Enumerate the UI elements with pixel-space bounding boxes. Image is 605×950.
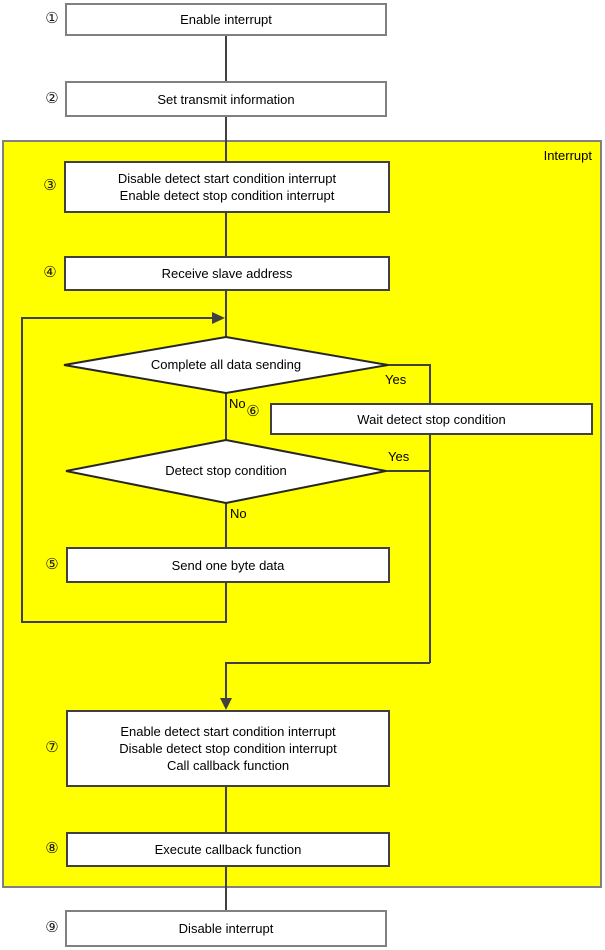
step-7-box: Enable detect start condition interrupt … — [66, 710, 390, 787]
step-6-number: ⑥ — [246, 403, 260, 420]
step-9-box: Disable interrupt — [65, 910, 387, 947]
step-7-number: ⑦ — [45, 739, 59, 756]
decision-1-label: Complete all data sending — [150, 357, 302, 372]
step-5-number: ⑤ — [45, 556, 59, 573]
interrupt-region-label: Interrupt — [543, 148, 592, 163]
step-8-box: Execute callback function — [66, 832, 390, 867]
step-6-box: Wait detect stop condition — [270, 403, 593, 435]
decision-1-no-label: No — [229, 396, 246, 411]
yes1-line — [388, 364, 431, 663]
step-4-number: ④ — [43, 264, 57, 281]
decision-2-no-label: No — [230, 506, 247, 521]
step-9-number: ⑨ — [45, 919, 59, 936]
step-5-box: Send one byte data — [66, 547, 390, 583]
step-1-label: Enable interrupt — [180, 12, 272, 27]
step-2-label: Set transmit information — [157, 91, 295, 107]
decision-2-diamond — [65, 438, 387, 505]
step-3-label-line1: Disable detect start condition interrupt — [117, 171, 337, 186]
decision-2-yes-label: Yes — [388, 449, 410, 464]
decision-1-diamond — [63, 335, 389, 395]
loop-arrowhead — [212, 312, 225, 324]
step-1-box: Enable interrupt — [65, 3, 387, 36]
connector-rail-s7 — [225, 662, 430, 706]
step-3-box: Disable detect start condition interrupt… — [64, 161, 390, 213]
step-5-label: Send one byte data — [171, 557, 285, 573]
decision-2-label: Detect stop condition — [165, 463, 287, 478]
step-3-number: ③ — [43, 177, 57, 194]
step-1-number: ① — [45, 10, 59, 27]
step-8-label: Execute callback function — [154, 842, 302, 857]
step-7-label-line3: Call callback function — [166, 758, 290, 773]
step-2-number: ② — [45, 90, 59, 107]
step-7-label-line2: Disable detect stop condition interrupt — [119, 741, 337, 756]
step-9-label: Disable interrupt — [178, 921, 274, 936]
step-2-box: Set transmit information — [65, 81, 387, 117]
step-7-label-line1: Enable detect start condition interrupt — [120, 724, 336, 739]
step-8-number: ⑧ — [45, 840, 59, 857]
step-4-box: Receive slave address — [64, 256, 390, 291]
loop-back-line — [21, 317, 227, 623]
step-6-label: Wait detect stop condition — [357, 411, 506, 427]
s7-arrowhead — [220, 698, 232, 710]
decision-1-yes-label: Yes — [385, 372, 407, 387]
step-4-label: Receive slave address — [161, 266, 293, 281]
step-3-label-line2: Enable detect stop condition interrupt — [119, 188, 335, 203]
